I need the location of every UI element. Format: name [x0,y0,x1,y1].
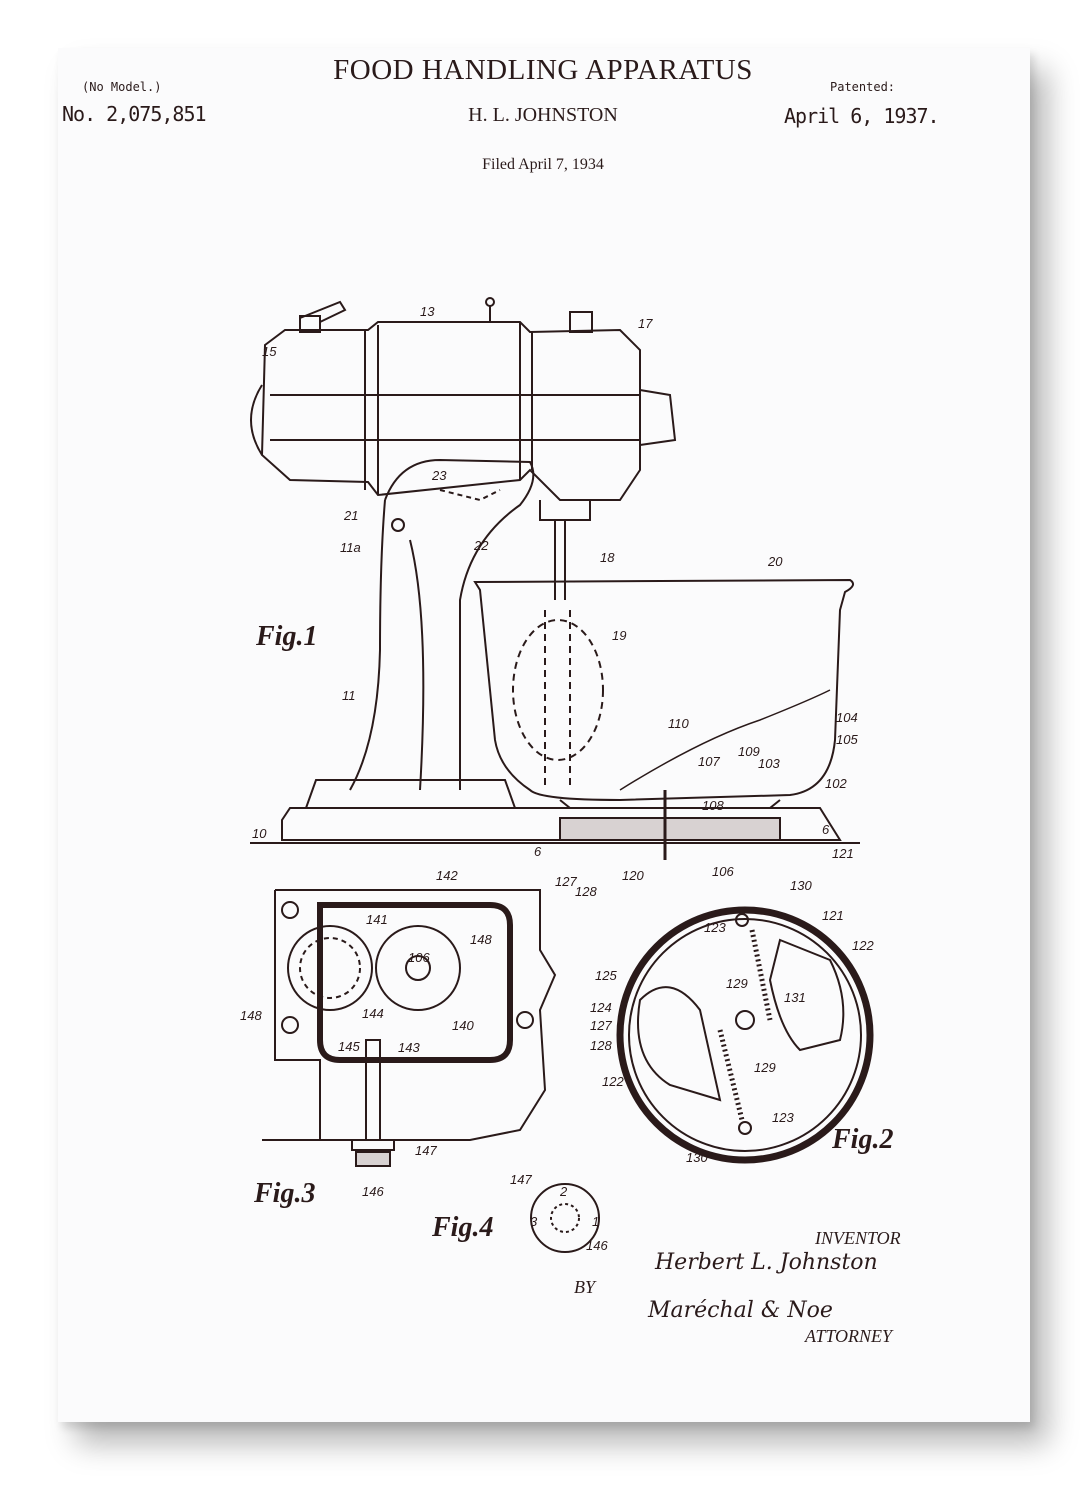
patent-date: April 6, 1937. [784,104,940,128]
reference-numeral: 145 [338,1039,360,1054]
fig2-plate-drawing [616,906,874,1164]
reference-numeral: 1 [592,1214,599,1229]
reference-numeral: 124 [590,1000,612,1015]
reference-numeral: 103 [758,756,780,771]
fig2-label: Fig.2 [831,1124,893,1155]
patent-title: FOOD HANDLING APPARATUS [333,54,753,86]
reference-numeral: 128 [590,1038,612,1053]
inventor-signature: Herbert L. Johnston [655,1250,878,1275]
reference-numeral: 3 [530,1214,538,1229]
reference-numeral: 146 [586,1238,608,1253]
reference-numeral: 22 [473,538,489,553]
reference-numeral: 11a [340,540,361,555]
reference-numeral: 143 [398,1040,420,1055]
reference-numeral: 23 [431,468,447,483]
reference-numeral: 108 [702,798,724,813]
reference-numeral: 120 [622,868,644,883]
reference-numeral: 131 [784,990,806,1005]
reference-numeral: 6 [822,822,830,837]
reference-numeral: 121 [832,846,854,861]
reference-numeral: 125 [595,968,617,983]
reference-numeral: 107 [698,754,720,769]
reference-numeral: 105 [836,732,858,747]
fig3-gearbox-drawing [262,889,557,1167]
reference-numeral: 140 [452,1018,474,1033]
inventor-name: H. L. JOHNSTON [468,104,618,126]
reference-numeral: 18 [600,550,615,565]
reference-numeral: 121 [822,908,844,923]
reference-numeral: 6 [534,844,542,859]
reference-numeral: 129 [754,1060,776,1075]
reference-numeral: 148 [240,1008,262,1023]
reference-numeral: 19 [612,628,626,643]
reference-numeral: 146 [362,1184,384,1199]
reference-numeral: 2 [559,1184,568,1199]
reference-numeral: 144 [362,1006,384,1021]
reference-numeral: 104 [836,710,858,725]
reference-numeral: 106 [408,950,430,965]
reference-numeral: 122 [602,1074,624,1089]
reference-numeral: 11 [342,688,356,703]
fig1-mixer-drawing [250,297,860,860]
reference-numeral: 106 [712,864,734,879]
filed-date: Filed April 7, 1934 [482,156,604,173]
reference-numeral: 142 [436,868,458,883]
patent-number: No. 2,075,851 [62,102,207,126]
reference-numeral: 13 [420,304,435,319]
reference-numeral: 130 [790,878,812,893]
reference-numeral: 123 [772,1110,794,1125]
inventor-label: INVENTOR [815,1228,901,1248]
fig3-label: Fig.3 [253,1178,315,1209]
patented-label: Patented: [830,80,896,94]
attorney-signature: Maréchal & Noe [648,1298,833,1323]
reference-numeral: 148 [470,932,492,947]
reference-numeral: 20 [767,554,783,569]
by-label: BY [574,1277,596,1297]
reference-numeral: 147 [415,1143,437,1158]
reference-numeral: 21 [343,508,358,523]
fig1-label: Fig.1 [255,621,317,652]
reference-numeral: 130 [686,1150,708,1165]
reference-numeral: 147 [510,1172,532,1187]
fig4-dial-drawing [530,1183,600,1253]
reference-numeral: 102 [825,776,847,791]
reference-numeral: 15 [262,344,277,359]
reference-numeral: 123 [704,920,726,935]
reference-numeral: 127 [590,1018,612,1033]
reference-numeral: 127 [555,874,577,889]
reference-numeral: 17 [638,316,653,331]
attorney-label: ATTORNEY [805,1326,893,1346]
fig4-label: Fig.4 [431,1212,493,1243]
reference-numeral: 122 [852,938,874,953]
reference-numeral: 128 [575,884,597,899]
model-note: (No Model.) [82,80,162,94]
reference-numeral: 141 [366,912,388,927]
reference-numeral: 129 [726,976,748,991]
reference-numeral: 110 [668,716,689,731]
reference-numeral: 109 [738,744,760,759]
reference-numeral: 10 [252,826,267,841]
